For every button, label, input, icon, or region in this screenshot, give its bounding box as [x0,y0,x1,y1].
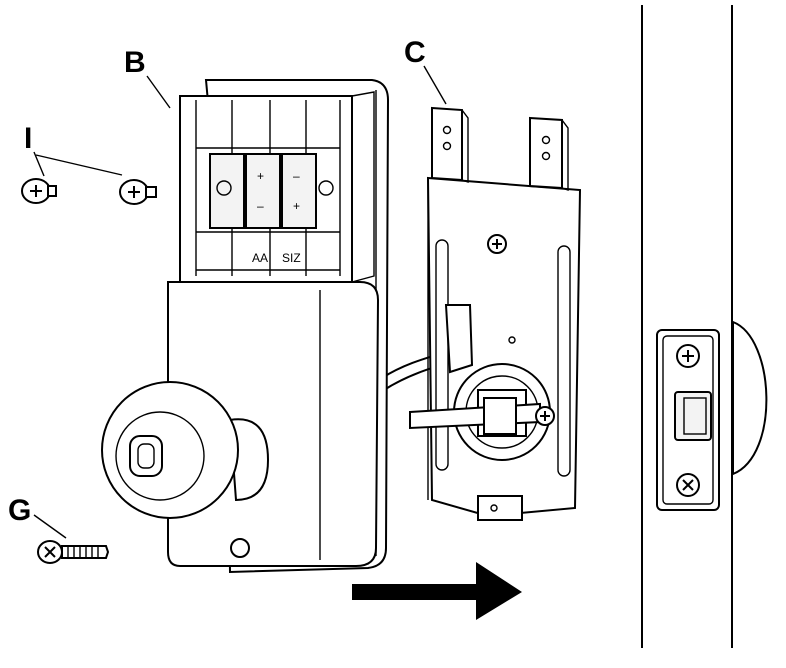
battery-size-text-left: AA [252,251,268,265]
battery-minus-left: – [257,199,264,213]
latch-plate [656,320,768,511]
label-g: G [8,494,31,527]
door-edge [641,5,768,648]
battery-minus-right: – [293,169,300,183]
door-knob [101,381,270,519]
label-i: I [24,122,32,155]
plate-tab-right [529,116,569,191]
battery-plus-right: + [293,199,300,213]
cam-screw-icon [535,406,555,426]
mounting-plate-screw-icon [487,234,507,254]
label-c: C [404,36,426,69]
keyhole-icon [129,435,163,477]
plate-screw-top-icon [676,344,700,368]
label-b: B [124,46,146,79]
screw-i-left-icon [21,178,57,204]
screw-i-right-icon [119,179,157,205]
leader-lines [33,65,447,539]
battery-plus-left: + [257,169,264,183]
plate-tab-left [431,106,469,183]
lock-body: + – – + AA SIZ [101,79,390,574]
plate-screw-bottom-icon [676,473,700,497]
screw-g-icon [37,540,110,564]
mounting-plate [381,106,582,521]
battery-size-text-right: SIZ [282,251,301,265]
direction-arrow-icon [352,562,522,620]
battery-compartment: + – – + AA SIZ [179,91,375,283]
